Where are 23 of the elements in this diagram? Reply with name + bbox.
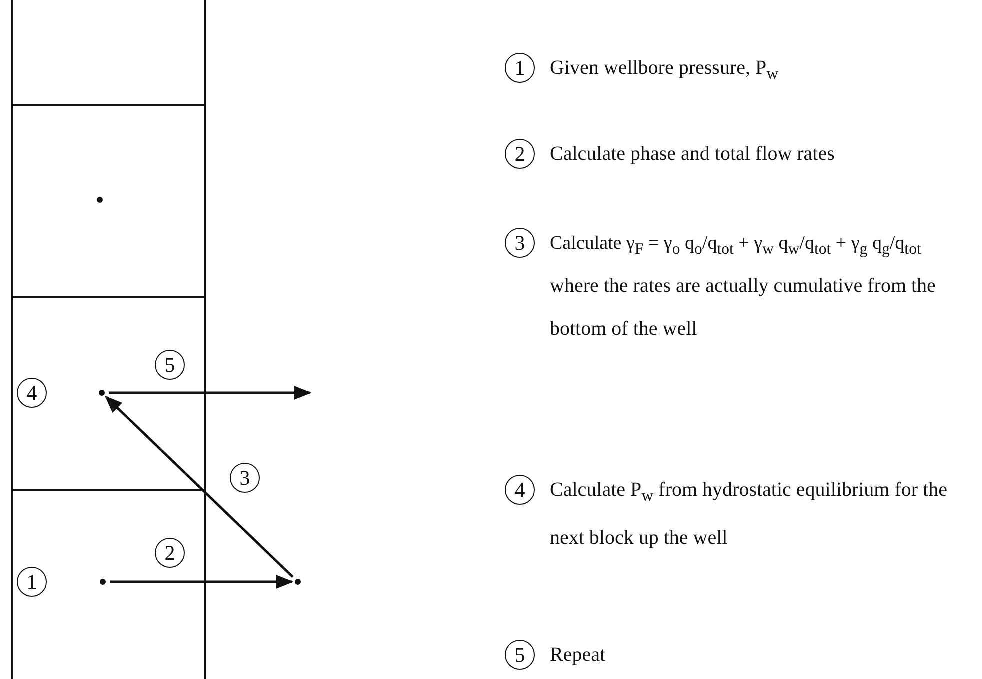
step-text: Repeat [550, 643, 607, 668]
step-number: 4 [17, 378, 47, 408]
step-number: 1 [17, 567, 47, 597]
grid-point-dot-marker [100, 579, 106, 585]
step-text: Calculate phase and total flow rates [550, 142, 836, 167]
step-note: where the rates are actually cumulative from the bottom of the well [550, 274, 937, 342]
step-number: 1 [505, 53, 535, 83]
step-number: 5 [505, 640, 535, 670]
step-number: 3 [230, 463, 260, 493]
step-text: Calculate P$_{w}$ from hydrostatic equilibrium for the next block up the well [550, 478, 948, 551]
step-number: 2 [155, 538, 185, 568]
arrow [109, 386, 312, 400]
step-number: 3 [505, 228, 535, 258]
arrow [105, 396, 294, 578]
step-number: 5 [155, 350, 185, 380]
step-text: Calculate γ$_{F}$ = γ$_{o}$ q$_{o}$/q$_{tot}$ + γ$_{w}$ q$_{w}$/q$_{tot}$ + γ$_{g}$ q$_{g}$/q$_{tot}$ [550, 232, 922, 260]
grid-point-dot-marker [99, 390, 105, 396]
step-number: 4 [505, 475, 535, 505]
arrow [110, 575, 294, 589]
grid-point-dot-marker [97, 197, 103, 203]
step-number: 2 [505, 139, 535, 169]
step-text: Given wellbore pressure, P$_{w}$ [550, 56, 780, 85]
grid-point-dot-marker [295, 579, 301, 585]
